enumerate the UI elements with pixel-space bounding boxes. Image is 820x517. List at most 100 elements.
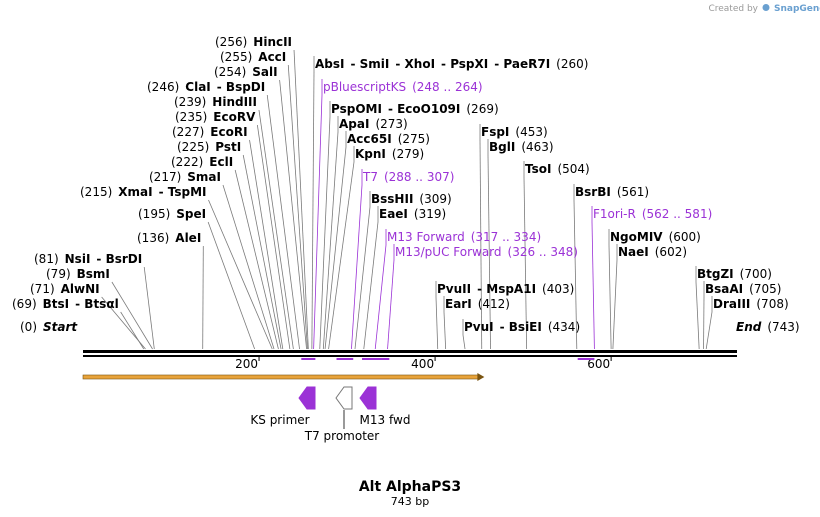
site-label-part: (239): [174, 95, 206, 109]
leader-line: [612, 259, 618, 350]
site-acci[interactable]: (255)AccI: [220, 50, 286, 64]
site-bsshii[interactable]: BssHII(309): [371, 192, 452, 206]
site-label-part: - BspDI: [217, 80, 265, 94]
site-label-part: AbsI: [315, 57, 344, 71]
site-ecorv[interactable]: (235)EcoRV: [175, 110, 256, 124]
site-label-part: (254): [214, 65, 246, 79]
site-label-part: Start: [43, 320, 78, 334]
site-label-part: BglI: [489, 140, 515, 154]
site-clai[interactable]: (246)ClaI- BspDI: [147, 80, 265, 94]
site-label-part: DraIII: [713, 297, 750, 311]
site-nsii[interactable]: (81)NsiI- BsrDI: [34, 252, 142, 266]
site-f1ori[interactable]: F1ori-R (562 .. 581): [593, 207, 712, 221]
site-tsoi[interactable]: TsoI(504): [525, 162, 590, 176]
leader-line: [387, 259, 395, 350]
site-label-part: EclI: [209, 155, 233, 169]
site-acc65i[interactable]: Acc65I(275): [347, 132, 430, 146]
site-label-part: (434): [548, 320, 580, 334]
leader-line: [573, 199, 578, 350]
feature-ks[interactable]: KS primer: [250, 386, 316, 427]
site-ecori[interactable]: (227) EcoRI: [172, 125, 248, 139]
site-alwni[interactable]: (71)AlwNI: [30, 282, 100, 296]
site-hincii[interactable]: (256)HincII: [215, 35, 292, 49]
leader-line: [101, 296, 146, 350]
site-hindiii[interactable]: (239)HindIII: [174, 95, 257, 109]
feature-arrow-icon: [298, 386, 316, 410]
leader-line: [258, 109, 294, 350]
site-bsmi[interactable]: (79)BsmI: [46, 267, 110, 281]
site-bgli[interactable]: BglI (463): [489, 140, 554, 154]
site-label-part: - Btsαl: [75, 297, 119, 311]
site-pvuii[interactable]: PvuII- MspA1I(403): [437, 282, 574, 296]
site-label-part: NaeI: [618, 245, 649, 259]
site-ngomiv[interactable]: NgoMIV(600): [610, 230, 701, 244]
site-bsaai[interactable]: BsaAI(705): [705, 282, 781, 296]
site-label-part: (463): [521, 140, 553, 154]
site-label-part: (248 .. 264): [412, 80, 482, 94]
site-ecli[interactable]: (222)EclI: [171, 155, 233, 169]
site-label-part: SpeI: [176, 207, 206, 221]
site-eaei[interactable]: EaeI(319): [379, 207, 446, 221]
site-pspomi[interactable]: PspOMI- EcoO109I(269): [331, 102, 499, 116]
site-label-part: (69): [12, 297, 37, 311]
leader-line: [207, 221, 256, 350]
site-fspi[interactable]: FspI(453): [481, 125, 548, 139]
site-absi[interactable]: AbsI- SmiI- XhoI- PspXI- PaeR7I(260): [315, 57, 588, 71]
feature-arrow-body[interactable]: [82, 374, 479, 380]
site-label-part: ApaI: [339, 117, 369, 131]
site-label-part: F1ori-R: [593, 207, 636, 221]
leader-line: [279, 79, 307, 350]
tick-label: 400: [411, 357, 434, 371]
site-label-part: (256): [215, 35, 247, 49]
site-m13f[interactable]: M13 Forward(317 .. 334): [387, 230, 541, 244]
feature-arrow-head: [477, 373, 485, 381]
branding: Created by SnapGene: [708, 4, 820, 14]
site-xmai[interactable]: (215)XmaI- TspMI: [80, 185, 207, 199]
site-draiii[interactable]: DraIII(708): [713, 297, 789, 311]
site-label-part: (269): [466, 102, 498, 116]
site-end[interactable]: End(743): [736, 320, 800, 334]
site-label-part: (275): [398, 132, 430, 146]
site-label-part: (326 .. 348): [508, 245, 578, 259]
site-label-part: - BsrDI: [96, 252, 142, 266]
site-apai[interactable]: ApaI(273): [339, 117, 408, 131]
site-label-part: (562 .. 581): [642, 207, 712, 221]
site-btgzi[interactable]: BtgZI(700): [697, 267, 772, 281]
site-label-part: - XhoI: [395, 57, 435, 71]
feature-m13[interactable]: M13 fwd: [359, 386, 411, 427]
site-label-part: - SmiI: [350, 57, 389, 71]
site-eari[interactable]: EarI(412): [445, 297, 510, 311]
site-naei[interactable]: NaeI(602): [618, 245, 687, 259]
site-label-part: (235): [175, 110, 207, 124]
site-spei[interactable]: (195)SpeI: [138, 207, 206, 221]
site-label-part: - BsiEI: [500, 320, 542, 334]
snapgene-logo: SnapGene: [774, 4, 820, 14]
site-alei[interactable]: (136)AleI: [137, 231, 201, 245]
site-t7[interactable]: T7(288 .. 307): [362, 170, 454, 184]
site-label-part: (227): [172, 125, 204, 139]
site-smai[interactable]: (217)SmaI: [149, 170, 221, 184]
leader-line: [479, 139, 483, 350]
site-btsi[interactable]: (69)BtsI- Btsαl: [12, 297, 119, 311]
site-bsrbi[interactable]: BsrBI(561): [575, 185, 649, 199]
leader-line: [523, 176, 528, 350]
site-label-part: (705): [749, 282, 781, 296]
leader-line: [435, 296, 439, 350]
feature-t7[interactable]: T7 promoter: [304, 386, 380, 443]
site-pvui[interactable]: PvuI- BsiEI(434): [464, 320, 580, 334]
site-psti[interactable]: (225)PstI: [177, 140, 241, 154]
tick-label: 200: [235, 357, 258, 371]
site-label-part: NsiI: [65, 252, 91, 266]
site-kpni[interactable]: KpnI(279): [355, 147, 424, 161]
site-label-part: EcoRI: [210, 125, 247, 139]
site-ks[interactable]: pBluescriptKS(248 .. 264): [323, 80, 483, 94]
site-label-part: (504): [557, 162, 589, 176]
leader-line: [705, 311, 713, 350]
leader-line: [363, 221, 379, 350]
backbone-bottom-strand: [83, 355, 737, 357]
site-sali[interactable]: (254)SalI: [214, 65, 278, 79]
site-m13puc[interactable]: M13/pUC Forward(326 .. 348): [395, 245, 578, 259]
site-labels: (0)Start (69)BtsI- Btsαl(71)AlwNI(79)BsmI…: [12, 35, 800, 334]
site-start[interactable]: (0)Start: [20, 320, 78, 334]
